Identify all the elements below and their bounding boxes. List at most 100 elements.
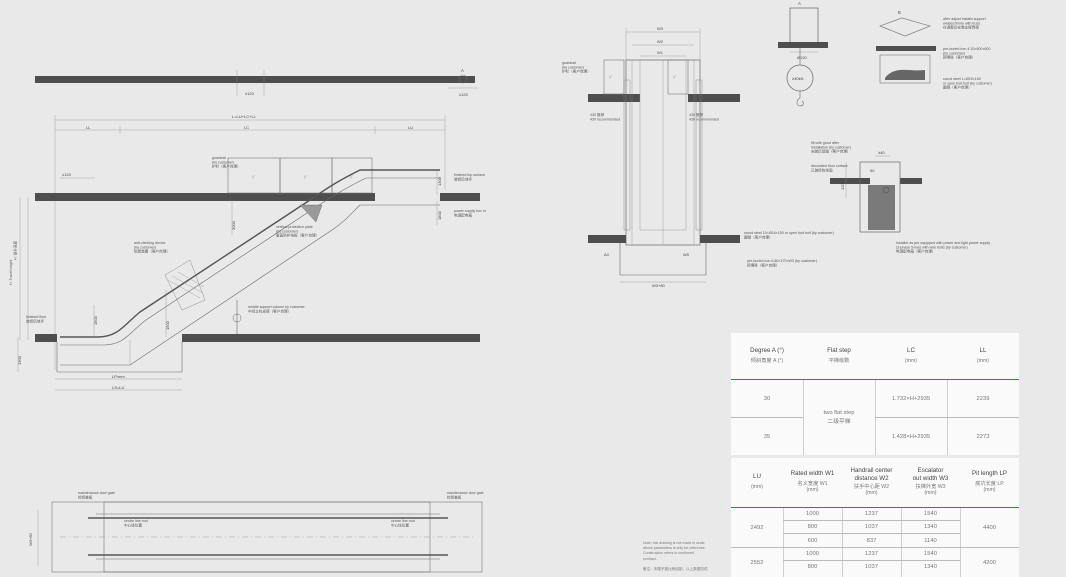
- svg-text:A: A: [798, 1, 801, 6]
- svg-text:1800: 1800: [437, 210, 442, 220]
- table2-cell-w1: 1000: [806, 511, 819, 517]
- svg-text:W1: W1: [657, 50, 664, 55]
- table2-header-lu: LU (mm): [731, 458, 783, 506]
- table-degree: Degree A (°) 倾斜角度 A (°) Flat step 平梯级数 L…: [731, 333, 1019, 455]
- header-subtext: (mm): [976, 357, 990, 364]
- section-dim-bottom: W3+80: [652, 283, 666, 288]
- table1-cell-degree: 30: [763, 395, 771, 402]
- table2-cell-w2: 1037: [865, 524, 878, 530]
- table1-cell-ll: 2239: [976, 395, 990, 402]
- header-subtext: 平梯级数: [828, 357, 850, 364]
- table1-cell-degree: 35: [763, 433, 771, 440]
- dim-upper-120: ≥120: [62, 172, 72, 177]
- svg-text:≥40: ≥40: [878, 150, 885, 155]
- lp-label: LP/mm: [112, 374, 125, 379]
- table2-vline: [960, 508, 961, 577]
- svg-text:pre-buried iron 6.80×170×W3 (b: pre-buried iron 6.80×170×W3 (by customer…: [747, 259, 817, 267]
- table2-cell-lp: 4200: [983, 559, 996, 566]
- table2-cell-lu: 2492: [750, 524, 764, 531]
- table1-hline: [731, 417, 803, 418]
- table2-cell-w1: 1000: [806, 551, 819, 557]
- header-subtext: 底坑长度 LP (mm): [975, 480, 1004, 494]
- header-text: Degree A (°): [750, 346, 784, 354]
- table2-hline: [783, 520, 960, 521]
- svg-text:W3: W3: [657, 26, 664, 31]
- header-subtext: 扶手中心距 W2 (mm): [853, 483, 890, 497]
- header-text: Escalator out width W3: [912, 467, 949, 482]
- header-subtext: 倾斜角度 A (°): [750, 357, 784, 364]
- table2-red-divider: [731, 507, 1019, 508]
- table2-vline: [901, 508, 902, 577]
- header-text: LC: [907, 346, 915, 354]
- travel-height-label: H: Travel heightH: 提升高度: [9, 240, 17, 285]
- dim-lc: LC: [244, 125, 249, 130]
- header-text: Handrail center distance W2: [850, 467, 893, 482]
- table2-cell-w3: 1540: [924, 551, 937, 557]
- table2-header-w1: Rated width W1 名义宽度 W1 (mm): [783, 458, 842, 506]
- header-text: Rated width W1: [790, 470, 835, 478]
- table1-header-degree: Degree A (°) 倾斜角度 A (°): [731, 333, 803, 378]
- table2-cell-w3: 1140: [924, 537, 937, 544]
- header-subtext: 扶梯外宽 W3 (mm): [915, 483, 946, 497]
- svg-text:⧸⧸: ⧸⧸: [609, 75, 612, 79]
- svg-text:Ø120: Ø120: [797, 55, 808, 60]
- table1-cell-ll: 2273: [976, 433, 990, 440]
- svg-text:pre-buried iron 4 20×600×600(b: pre-buried iron 4 20×600×600(by customer…: [943, 47, 991, 60]
- svg-text:round steel 10=Ø16×150 or open: round steel 10=Ø16×150 or open foot bolt…: [744, 231, 834, 239]
- table2-cell-w2: 1237: [865, 511, 878, 517]
- table2-cell-w1: 600: [807, 537, 818, 544]
- table1-cell-lc: 1.428×H+2935: [891, 433, 931, 440]
- table2-vline: [783, 508, 784, 577]
- svg-text:⧸⧸: ⧸⧸: [673, 75, 676, 79]
- svg-text:120: 120: [840, 183, 845, 190]
- table2-cell-w2: 1237: [865, 551, 878, 557]
- svg-text:W2: W2: [657, 39, 664, 44]
- svg-text:W3+60: W3+60: [28, 532, 33, 546]
- hook-detail: A Ø120 ≥40kN B after adjust installs sup…: [778, 1, 992, 107]
- dim-top-left: ≥120: [245, 91, 255, 96]
- table1-cell-lc: 1.732×H+2935: [891, 395, 931, 402]
- svg-text:1300: 1300: [437, 176, 442, 186]
- table2-cell-w3: 1340: [924, 524, 937, 530]
- table2-header-w3: Escalator out width W3 扶梯外宽 W3 (mm): [901, 458, 960, 506]
- table1-red-divider: [731, 379, 1019, 380]
- table2-cell-w2: 837: [866, 537, 877, 544]
- table1-header-ll: LL (mm): [947, 333, 1019, 378]
- svg-text:≥40kN: ≥40kN: [792, 76, 804, 81]
- overall-length-label: L=LU+LC+LL: [232, 114, 257, 119]
- dim-ll: LL: [86, 125, 91, 130]
- svg-text:installer as per equipped with: installer as per equipped with power and…: [896, 241, 990, 254]
- dim-lu: LU: [408, 125, 413, 130]
- header-text: Flat step: [827, 346, 851, 354]
- anticlimbing-label: anti-climbing device(by customer)防爬装置（客户…: [134, 241, 170, 254]
- table2-cell-lp: 4400: [983, 524, 996, 531]
- dim-top-right: ≥120: [459, 92, 469, 97]
- svg-text:1300: 1300: [17, 355, 22, 365]
- vertical-plate-label: vertical protective plate(by customer)垂直…: [276, 225, 319, 238]
- table2-cell-lu: 2552: [750, 559, 764, 566]
- guardrail-label: guardrail(by customer)护栏（客户自理）: [212, 156, 241, 169]
- table-widths: LU (mm) Rated width W1 名义宽度 W1 (mm) Hand…: [731, 458, 1019, 577]
- table2-cell-w2: 1037: [865, 564, 878, 570]
- header-subtext: (mm): [750, 484, 764, 491]
- ls-label: LS=LU: [112, 385, 124, 390]
- table2-cell-w1: 800: [807, 564, 818, 570]
- svg-text:⧸⧸: ⧸⧸: [304, 175, 307, 179]
- header-text: Pit length LP: [971, 470, 1008, 478]
- guardrail-panels: ⧸⧸ ⧸⧸ ⧸⧸: [227, 157, 373, 194]
